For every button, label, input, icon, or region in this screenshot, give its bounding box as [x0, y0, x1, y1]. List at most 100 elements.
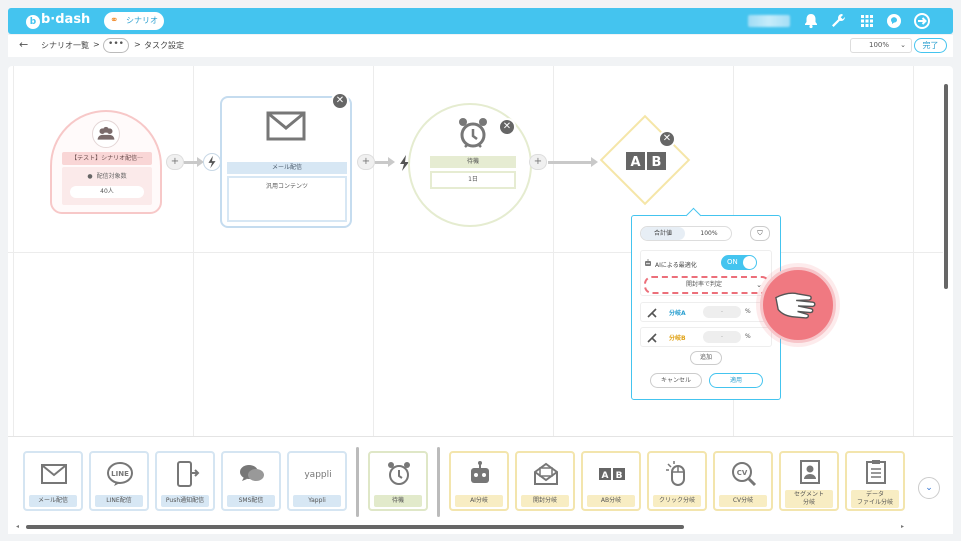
palette-ai-branch[interactable]: AI分岐 [449, 451, 509, 511]
palette-mail[interactable]: メール配信 [23, 451, 83, 511]
scroll-right-icon[interactable]: ▸ [901, 523, 905, 530]
scenario-pill[interactable]: ⚭ シナリオ [104, 12, 164, 30]
palette-expand-button[interactable]: ⌄ [918, 477, 940, 499]
cancel-button[interactable]: キャンセル [650, 373, 702, 388]
palette-click-branch[interactable]: クリック分岐 [647, 451, 707, 511]
envelope-icon [266, 111, 306, 141]
chevron-down-icon: ⌄ [756, 281, 762, 289]
palette-ab-branch-label: AB分岐 [587, 495, 635, 507]
close-icon[interactable]: ✕ [658, 130, 676, 148]
palette-segment-branch-label: セグメント分岐 [785, 490, 833, 508]
app-logo-text: b·dash [41, 12, 91, 27]
vertical-scrollbar[interactable] [944, 84, 948, 289]
back-arrow-icon[interactable]: ← [19, 38, 29, 51]
segment-label-line1: セグメント [793, 491, 824, 498]
branch-b-input[interactable]: - [703, 331, 741, 343]
palette-wait[interactable]: 待機 [368, 451, 428, 511]
grid-icon[interactable] [858, 12, 876, 30]
target-count-label: 配信対象数 [96, 173, 127, 180]
bell-icon[interactable] [802, 12, 820, 30]
toggle-label: ON [727, 258, 738, 266]
users-icon [92, 120, 120, 148]
breadcrumb-scenario-list[interactable]: シナリオ一覧 [41, 41, 89, 50]
palette-open-branch[interactable]: 開封分岐 [515, 451, 575, 511]
scroll-left-icon[interactable]: ◂ [16, 523, 20, 530]
total-value: 100% [700, 230, 718, 237]
envelope-icon [41, 464, 67, 484]
palette-yappli[interactable]: yappli Yappli [287, 451, 347, 511]
branch-row-a: 分岐A - % [640, 302, 772, 322]
connector-arrow [375, 157, 395, 167]
chat-support-icon[interactable] [885, 12, 903, 30]
datafile-label-line1: データ [865, 491, 884, 498]
logout-icon[interactable] [913, 12, 931, 30]
datafile-label-line2: ファイル分岐 [856, 499, 893, 506]
wrench-icon[interactable] [829, 12, 847, 30]
palette-wait-label: 待機 [374, 495, 422, 507]
total-field: 合計値 100% [640, 226, 732, 241]
palette-cv-branch[interactable]: CV CV分岐 [713, 451, 773, 511]
mail-node-content: 汎用コンテンツ [227, 176, 347, 222]
bolt-icon [397, 154, 413, 172]
ai-optimization-toggle[interactable]: ON [721, 255, 757, 270]
palette-divider [356, 447, 359, 517]
branch-split-icon [647, 308, 657, 318]
palette-line-label: LINE配信 [95, 495, 143, 507]
zoom-select[interactable]: 100% ⌄ [850, 38, 912, 53]
palette-datafile-branch[interactable]: データファイル分岐 [845, 451, 905, 511]
palette-push[interactable]: Push通知配信 [155, 451, 215, 511]
palette-segment-branch[interactable]: セグメント分岐 [779, 451, 839, 511]
grid-line [8, 252, 943, 253]
breadcrumb-bar: ← シナリオ一覧 > ••• > タスク設定 100%⌄ 完了 [8, 35, 953, 57]
total-label: 合計値 [641, 227, 685, 240]
toggle-knob [743, 256, 756, 269]
ab-icon-letter-a: A [602, 471, 609, 481]
zoom-value: 100% [869, 41, 890, 49]
add-step-button[interactable]: + [529, 154, 547, 170]
branch-b-unit: % [745, 333, 751, 340]
palette-mail-label: メール配信 [29, 495, 77, 507]
palette-line[interactable]: LINE LINE配信 [89, 451, 149, 511]
add-step-button[interactable]: + [166, 154, 184, 170]
cv-logo-text: CV [737, 469, 748, 477]
palette-click-branch-label: クリック分岐 [653, 495, 701, 507]
chat-bubbles-icon [240, 465, 264, 481]
robot-icon [645, 259, 651, 266]
smartphone-icon [177, 461, 200, 487]
target-count-label-row: ●配信対象数 [62, 171, 152, 180]
start-node[interactable]: 【テスト】シナリオ配信··· ●配信対象数 40人 [50, 110, 162, 214]
done-button[interactable]: 完了 [914, 38, 947, 53]
branch-row-b: 分岐B - % [640, 327, 772, 347]
yappli-logo-icon: yappli [304, 470, 331, 480]
shield-icon[interactable]: ⛉ [750, 226, 770, 241]
pointing-hand-icon [760, 267, 836, 343]
branch-a-input[interactable]: - [703, 306, 741, 318]
chevron-down-icon: ⌄ [900, 41, 906, 49]
start-node-title: 【テスト】シナリオ配信··· [62, 152, 152, 165]
bolt-icon [203, 153, 221, 171]
breadcrumb-ellipsis-button[interactable]: ••• [103, 38, 129, 53]
palette-push-label: Push通知配信 [161, 495, 209, 507]
ab-icon-letter-b: B [616, 471, 623, 481]
branch-b-label: 分岐B [669, 335, 686, 342]
scenario-pill-label: シナリオ [126, 16, 158, 25]
close-icon[interactable]: ✕ [498, 118, 516, 136]
ai-optimization-box: AIによる最適化 ON 開封率で判定 ⌄ [640, 250, 772, 296]
ab-settings-panel: 合計値 100% ⛉ AIによる最適化 ON 開封率で判定 ⌄ 分岐A - % … [631, 215, 781, 400]
add-branch-button[interactable]: 追加 [690, 351, 722, 365]
mail-node[interactable]: メール配信 汎用コンテンツ [220, 96, 352, 228]
add-step-button[interactable]: + [357, 154, 375, 170]
palette-sms[interactable]: SMS配信 [221, 451, 281, 511]
horizontal-scrollbar[interactable] [26, 525, 684, 529]
judgement-select[interactable]: 開封率で判定 ⌄ [644, 276, 770, 294]
clipboard-list-icon [866, 460, 886, 484]
ab-icon-letter-a: A [630, 155, 640, 170]
alarm-clock-icon [388, 462, 410, 485]
apply-button[interactable]: 適用 [709, 373, 763, 388]
close-icon[interactable]: ✕ [331, 92, 349, 110]
open-envelope-icon [534, 462, 558, 485]
scenario-canvas[interactable]: 【テスト】シナリオ配信··· ●配信対象数 40人 + メール配信 汎用コンテン… [8, 66, 953, 534]
line-logo-text: LINE [111, 470, 129, 478]
